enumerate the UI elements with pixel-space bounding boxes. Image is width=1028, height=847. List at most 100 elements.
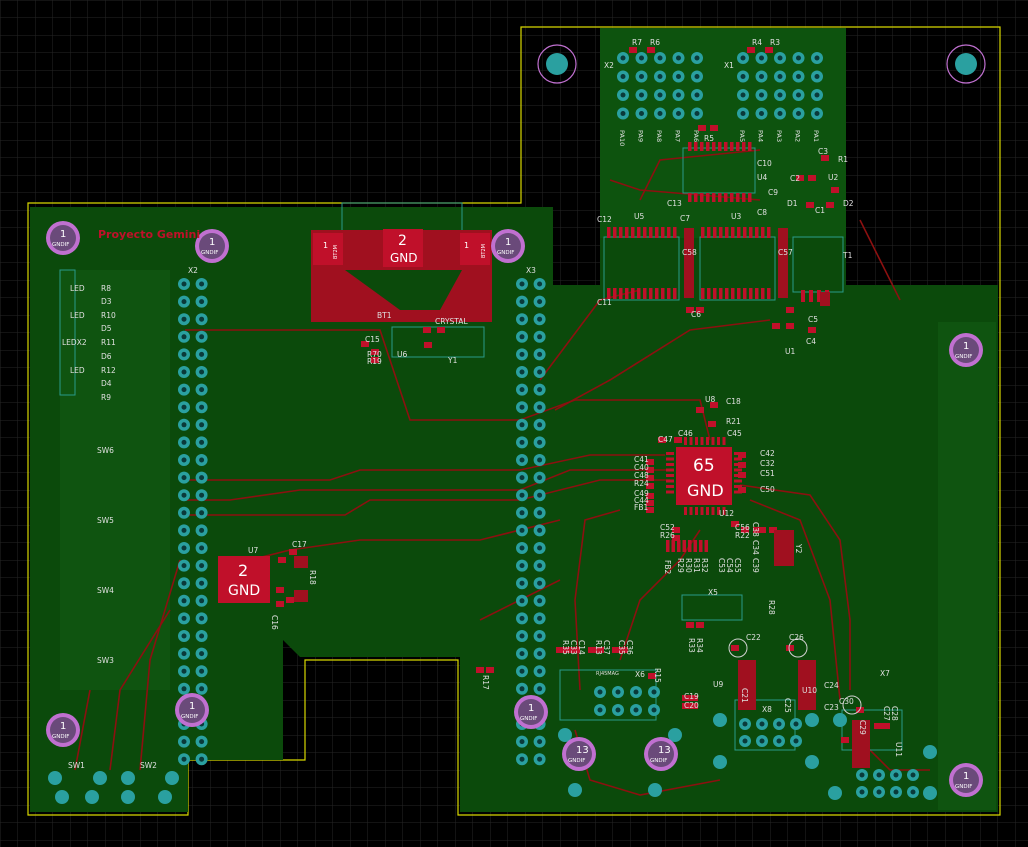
label-x2-left: X2: [188, 266, 198, 275]
mount-number: 13: [658, 745, 671, 756]
switch-pin[interactable]: [165, 771, 179, 785]
ic-pin: [722, 437, 726, 445]
big-pad-bt1-gnd[interactable]: 2 GND: [383, 229, 423, 267]
ic-pin: [684, 437, 687, 445]
smd-pad: [738, 487, 746, 493]
pin-label: PA5: [738, 130, 746, 142]
ic-pin: [666, 457, 674, 461]
switch-pin[interactable]: [48, 771, 62, 785]
smd-pad: [747, 47, 755, 53]
smd-pad: [796, 175, 804, 181]
connector-pin[interactable]: [805, 713, 819, 727]
pin-label: PA7: [674, 130, 682, 142]
pin-drill: [537, 492, 543, 498]
pin-drill: [199, 580, 205, 586]
connector-pin[interactable]: [833, 713, 847, 727]
connector-pin[interactable]: [713, 713, 727, 727]
connector-pin[interactable]: [713, 755, 727, 769]
battery-pad-left[interactable]: 1 BT2M: [313, 233, 343, 265]
connector-pin[interactable]: [923, 786, 937, 800]
pin-drill: [740, 55, 746, 61]
pin-drill: [199, 422, 205, 428]
pin-drill: [620, 111, 626, 116]
pin-drill: [876, 789, 882, 795]
connector-pin[interactable]: [923, 745, 937, 759]
pin-drill: [519, 299, 525, 305]
smd-pad: [758, 527, 766, 533]
big-pad-u7-gnd[interactable]: 2 GND: [218, 556, 270, 603]
label-c9: C9: [768, 188, 778, 197]
pin-drill: [181, 316, 187, 322]
pin-drill: [742, 721, 748, 727]
header-x2-top: [617, 52, 703, 120]
pin-drill: [537, 334, 543, 340]
battery-pad-right[interactable]: 1 BT2M: [460, 233, 490, 265]
ic-pin: [736, 193, 740, 202]
pin-drill: [639, 74, 644, 79]
label-c49: C49: [634, 489, 649, 498]
ic-pin: [719, 288, 723, 299]
pin-drill: [519, 457, 525, 463]
connector-pin[interactable]: [648, 783, 662, 797]
mount-net: GNDIF: [520, 716, 537, 722]
ic-pin: [661, 288, 665, 299]
pin-drill: [199, 387, 205, 393]
switch-pin[interactable]: [121, 790, 135, 804]
mount-number: 1: [505, 237, 511, 248]
pin-drill: [537, 633, 543, 639]
label-r3: R3: [770, 38, 780, 47]
ic-pin: [631, 227, 635, 238]
connector-pin[interactable]: [828, 786, 842, 800]
pin-drill: [519, 633, 525, 639]
ic-pin: [619, 227, 623, 238]
switch-pin[interactable]: [121, 771, 135, 785]
switch-pin[interactable]: [55, 790, 69, 804]
switch-pin[interactable]: [93, 771, 107, 785]
pin-drill: [759, 721, 765, 727]
smd-pad: [786, 645, 794, 651]
smd-pad: [672, 535, 680, 541]
big-pad-u12-gnd[interactable]: 65 GND: [676, 447, 732, 505]
ic-pin: [731, 288, 735, 299]
label-u11: U11: [894, 742, 903, 757]
smd-pad: [690, 703, 698, 709]
mount-number: 1: [963, 771, 969, 782]
smd-pad: [646, 493, 654, 499]
smd-pad: [696, 622, 704, 628]
smd-pad: [672, 527, 680, 533]
header-x2: [178, 278, 208, 766]
smd-pad: [698, 125, 706, 131]
label-c19: C19: [684, 692, 699, 701]
connector-pin[interactable]: [558, 728, 572, 742]
pin-drill: [537, 563, 543, 569]
label-sw2: SW2: [140, 761, 157, 770]
pin-drill: [519, 334, 525, 340]
label-crystal: CRYSTAL: [435, 317, 468, 326]
ic-pin: [631, 288, 635, 299]
switch-pin[interactable]: [158, 790, 172, 804]
label-c41: C41: [634, 455, 649, 464]
ic-pin: [677, 540, 681, 552]
label-c7: C7: [680, 214, 690, 223]
switch-pin[interactable]: [85, 790, 99, 804]
connector-pin[interactable]: [668, 728, 682, 742]
module-mount-hole[interactable]: [946, 44, 986, 84]
smd-pad: [808, 175, 816, 181]
connector-pin[interactable]: [568, 783, 582, 797]
mount-net: GNDIF: [568, 758, 585, 764]
ic-pin: [666, 468, 674, 472]
module-mount-hole[interactable]: [537, 44, 577, 84]
connector-pin[interactable]: [805, 755, 819, 769]
